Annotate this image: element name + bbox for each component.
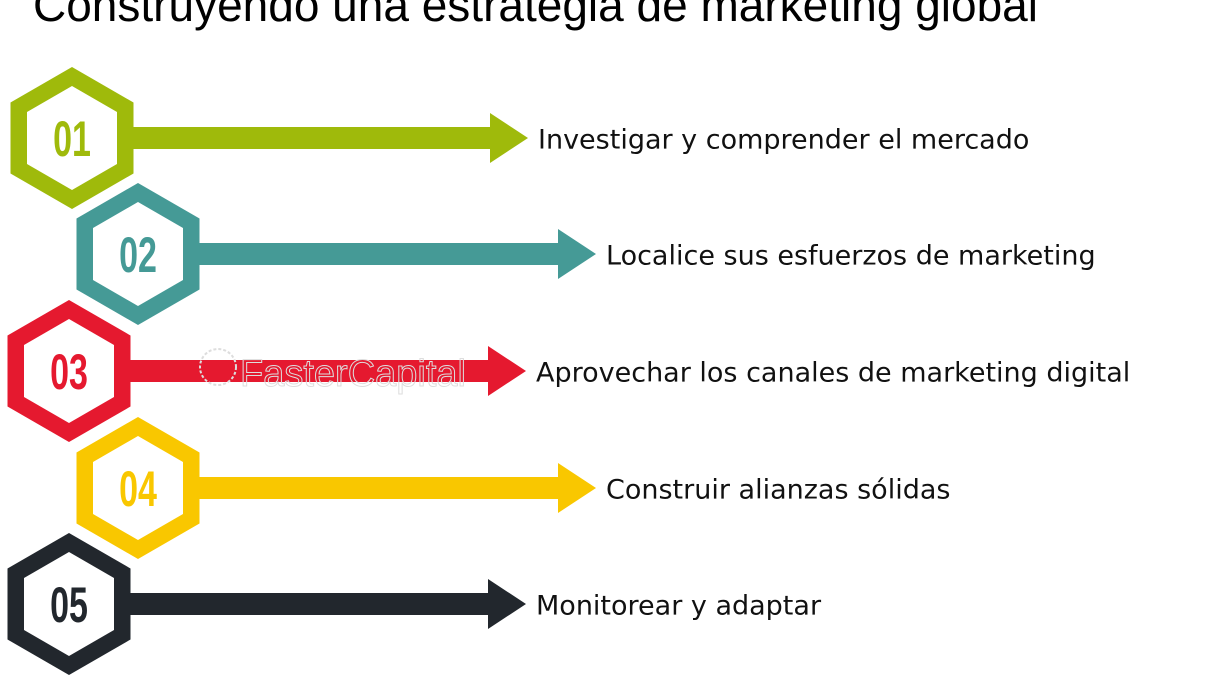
- step-4: 04: [76, 417, 597, 559]
- step-number: 04: [119, 462, 157, 518]
- hexagon-inner: [24, 552, 114, 656]
- step-label: Localice sus esfuerzos de marketing: [606, 240, 1096, 272]
- step-3: 03: [7, 300, 527, 442]
- arrow: [125, 346, 527, 396]
- watermark-gear-icon: [199, 348, 237, 386]
- arrow: [194, 463, 597, 513]
- step-number: 01: [53, 112, 91, 168]
- step-label: Aprovechar los canales de marketing digi…: [536, 357, 1131, 389]
- hexagon-inner: [93, 436, 183, 540]
- arrow: [125, 579, 527, 629]
- page-title: Construyendo una estrategia de marketing…: [33, 0, 1038, 31]
- step-5: 05: [7, 533, 527, 675]
- step-label: Construir alianzas sólidas: [606, 474, 951, 506]
- step-1: 01: [10, 67, 529, 209]
- step-label: Investigar y comprender el mercado: [538, 124, 1030, 156]
- step-2: 02: [76, 183, 597, 325]
- hexagon-inner: [93, 202, 183, 306]
- watermark: FasterCapital: [240, 353, 466, 395]
- step-label: Monitorear y adaptar: [536, 590, 822, 622]
- step-number: 03: [50, 345, 88, 401]
- arrow: [194, 229, 597, 279]
- arrow: [128, 113, 529, 163]
- step-number: 02: [119, 228, 157, 284]
- hexagon-inner: [24, 319, 114, 423]
- hexagon-inner: [27, 86, 117, 190]
- step-number: 05: [50, 578, 88, 634]
